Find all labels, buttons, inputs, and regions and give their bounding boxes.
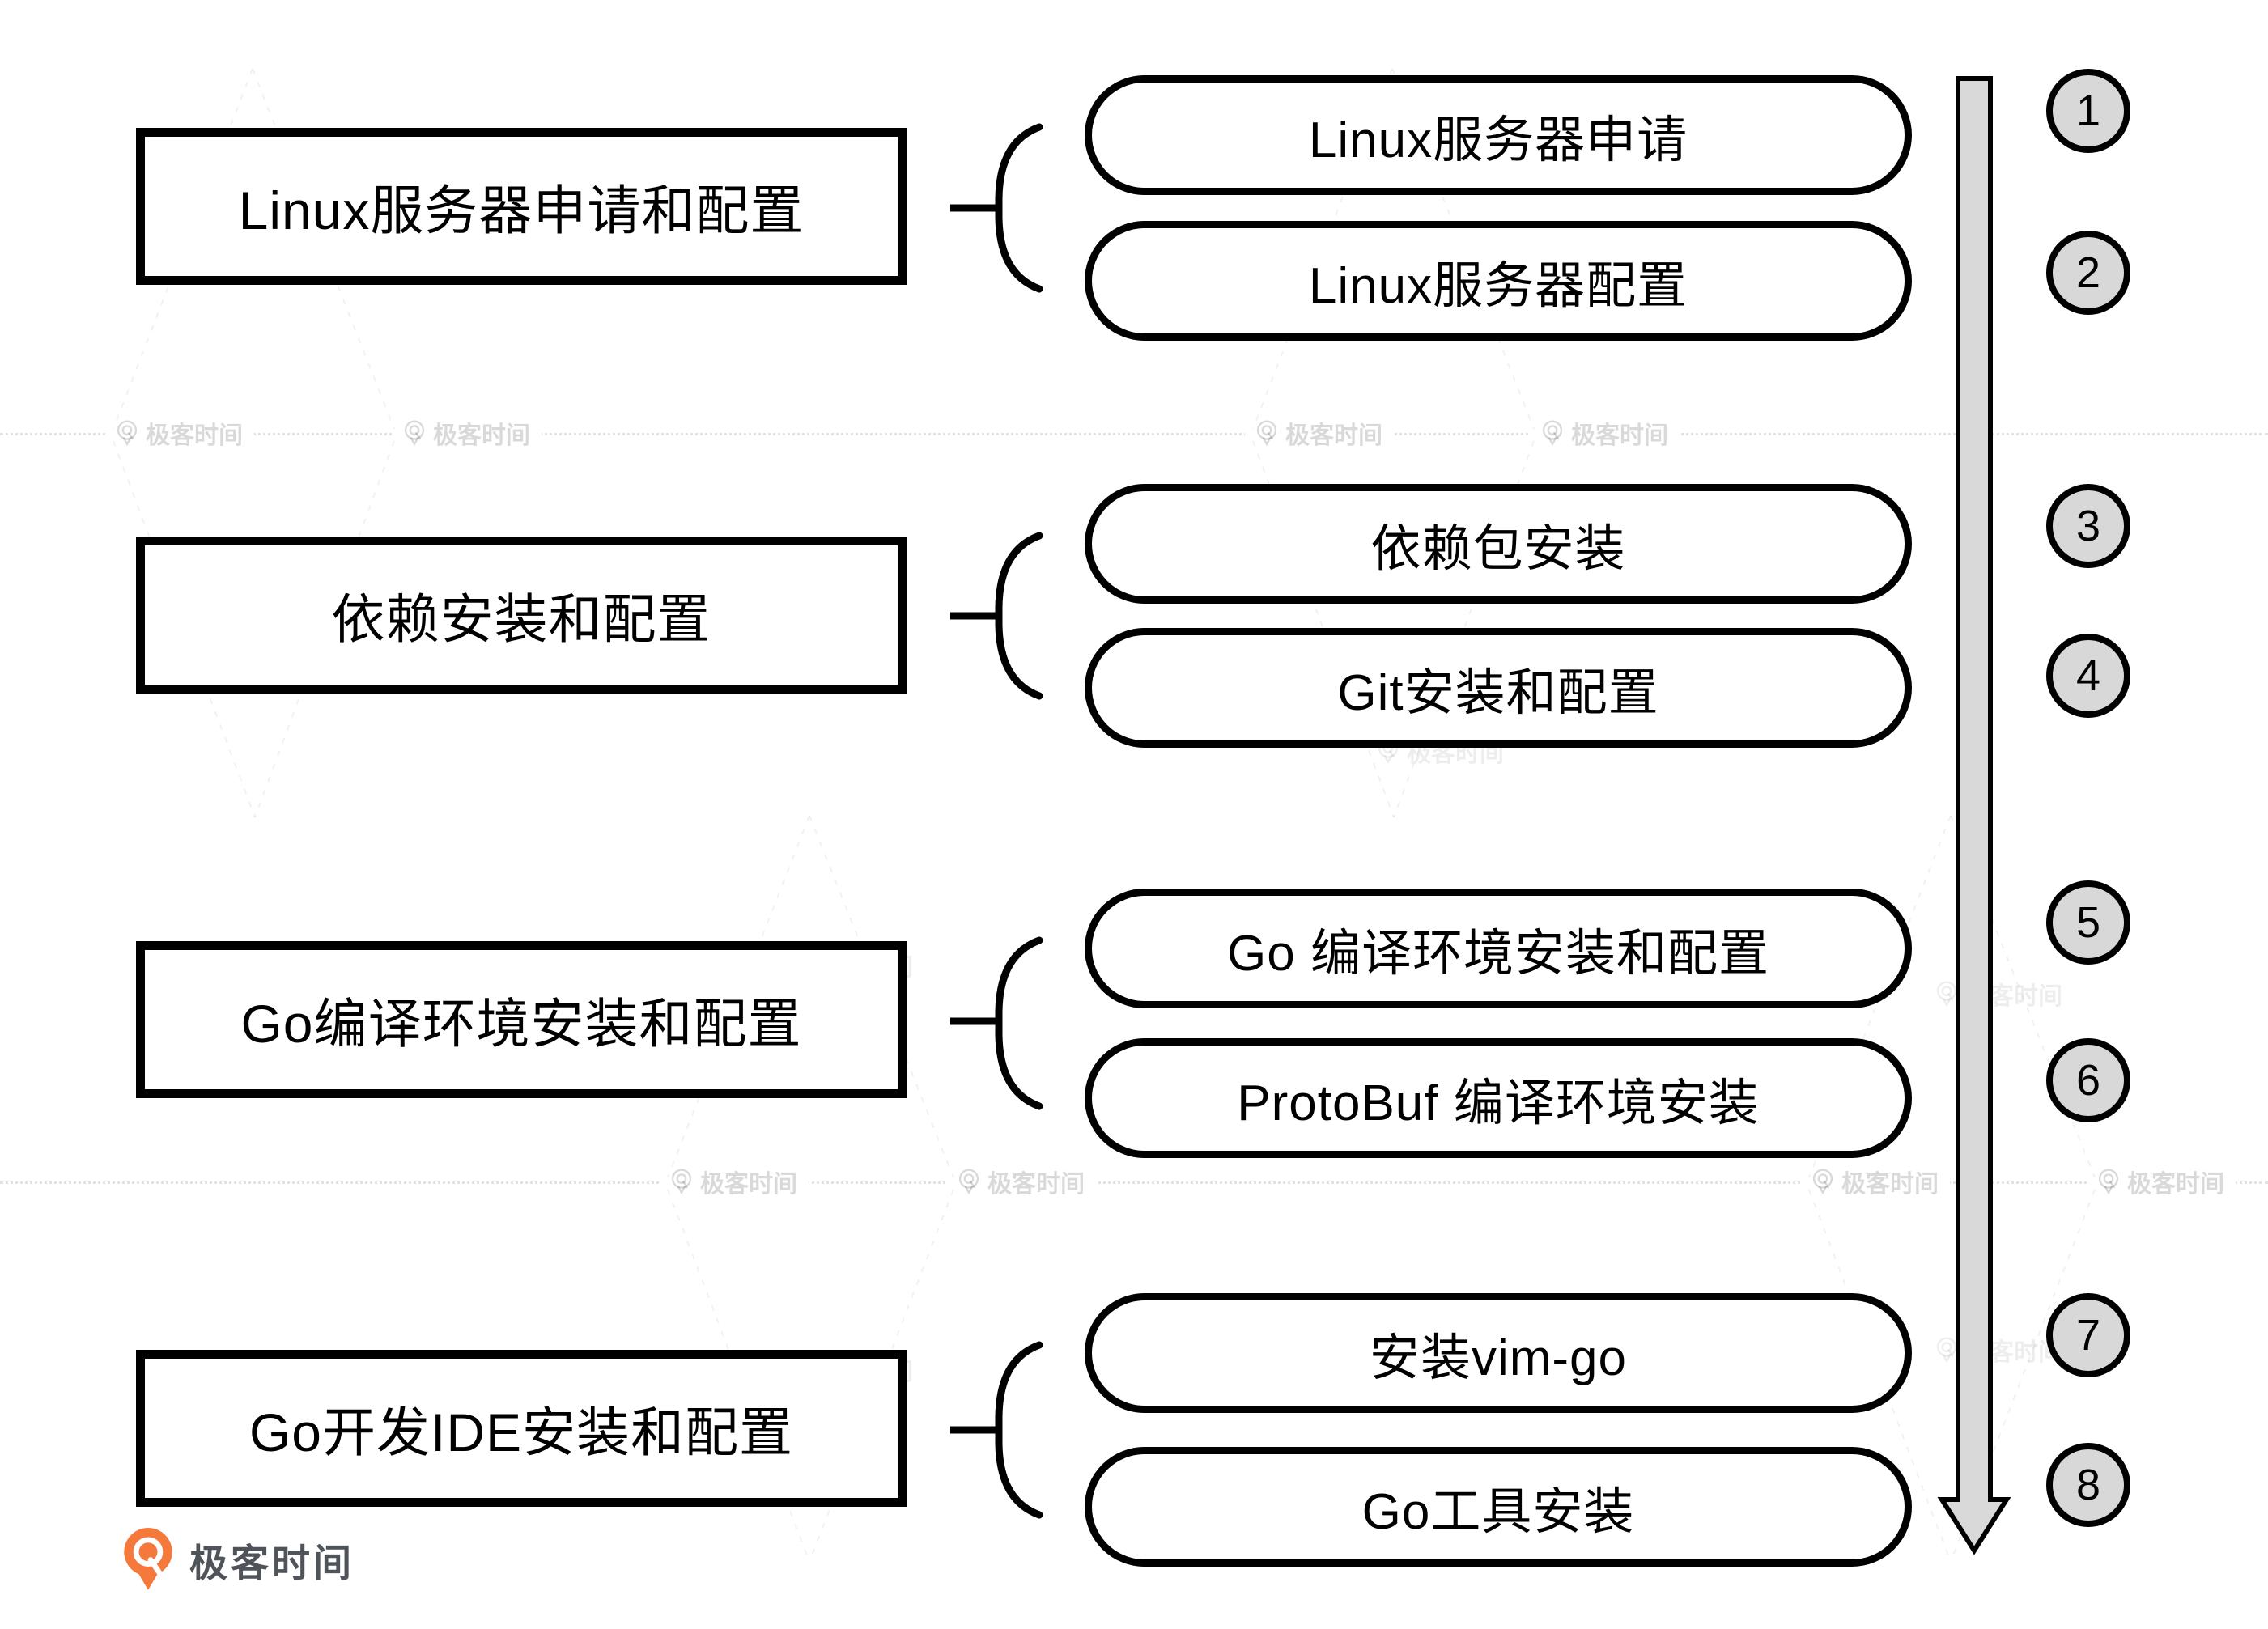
step-number-label: 5 <box>2075 898 2101 947</box>
watermark-chip: 极客时间 <box>947 1160 1096 1203</box>
connector-brace <box>995 1341 1043 1519</box>
step-pill-5: Go 编译环境安装和配置 <box>1085 889 1912 1008</box>
category-box-4: Go开发IDE安装和配置 <box>136 1350 907 1507</box>
geektime-pin-icon <box>1936 1337 1957 1363</box>
watermark-text: 极客时间 <box>1571 422 1668 449</box>
watermark-text: 极客时间 <box>1285 422 1382 449</box>
connector-brace <box>995 123 1043 293</box>
step-pill-7: 安装vim-go <box>1085 1293 1912 1413</box>
category-label: Linux服务器申请和配置 <box>238 180 805 240</box>
category-box-2: 依赖安装和配置 <box>136 537 907 694</box>
step-pill-8: Go工具安装 <box>1085 1447 1912 1567</box>
watermark-text: 极客时间 <box>2127 1171 2224 1198</box>
step-label: Go 编译环境安装和配置 <box>1227 926 1769 982</box>
step-number-label: 3 <box>2075 502 2101 550</box>
step-pill-2: Linux服务器配置 <box>1085 221 1912 341</box>
watermark-chip: 极客时间 <box>1801 1160 1950 1203</box>
connector-group-2 <box>950 532 1043 700</box>
watermark-chip: 极客时间 <box>105 412 254 454</box>
geektime-pin-icon <box>671 1169 692 1194</box>
connector-brace <box>995 532 1043 700</box>
connector-group-3 <box>950 936 1043 1110</box>
category-box-1: Linux服务器申请和配置 <box>136 128 907 285</box>
geektime-pin-icon <box>958 1169 979 1194</box>
watermark-text: 极客时间 <box>433 422 530 449</box>
step-label: Linux服务器申请 <box>1308 112 1688 168</box>
step-number-7: 7 <box>2046 1293 2130 1377</box>
step-label: ProtoBuf 编译环境安装 <box>1237 1075 1760 1131</box>
connector-group-4 <box>950 1341 1043 1519</box>
step-number-label: 7 <box>2075 1311 2101 1360</box>
watermark-chip: 极客时间 <box>393 412 542 454</box>
step-number-8: 8 <box>2046 1443 2130 1527</box>
geektime-logo-icon <box>124 1528 172 1590</box>
step-pill-6: ProtoBuf 编译环境安装 <box>1085 1038 1912 1158</box>
category-label: Go开发IDE安装和配置 <box>248 1402 794 1462</box>
category-box-3: Go编译环境安装和配置 <box>136 941 907 1098</box>
geektime-logo: 极客时间 <box>123 1528 355 1591</box>
watermark-text: 极客时间 <box>1841 1171 1939 1198</box>
watermark-dotted-row <box>0 433 2268 435</box>
watermark-text: 极客时间 <box>700 1171 797 1198</box>
step-number-3: 3 <box>2046 484 2130 568</box>
step-label: Go工具安装 <box>1361 1484 1635 1540</box>
step-number-4: 4 <box>2046 634 2130 718</box>
step-number-label: 6 <box>2075 1056 2101 1105</box>
watermark-chip: 极客时间 <box>2087 1160 2236 1203</box>
step-number-6: 6 <box>2046 1038 2130 1122</box>
geektime-pin-icon <box>404 420 425 446</box>
geektime-pin-icon <box>1936 981 1957 1007</box>
step-pill-3: 依赖包安装 <box>1085 484 1912 604</box>
connector-brace <box>995 936 1043 1110</box>
connector-group-1 <box>950 123 1043 293</box>
step-pill-4: Git安装和配置 <box>1085 628 1912 748</box>
step-label: 依赖包安装 <box>1370 521 1626 577</box>
watermark-text: 极客时间 <box>146 422 243 449</box>
step-number-5: 5 <box>2046 880 2130 965</box>
category-label: Go编译环境安装和配置 <box>240 994 802 1054</box>
geektime-pin-icon <box>1812 1169 1833 1194</box>
watermark-dotted-row <box>0 1181 2268 1184</box>
step-label: Linux服务器配置 <box>1308 258 1688 314</box>
step-number-label: 4 <box>2075 651 2101 700</box>
step-number-label: 2 <box>2075 248 2101 297</box>
watermark-text: 极客时间 <box>987 1171 1085 1198</box>
geektime-logo-text: 极客时间 <box>189 1541 355 1584</box>
step-number-1: 1 <box>2046 69 2130 153</box>
geektime-pin-icon <box>2098 1169 2119 1194</box>
watermark-chip: 极客时间 <box>1245 412 1394 454</box>
step-pill-1: Linux服务器申请 <box>1085 75 1912 195</box>
category-label: 依赖安装和配置 <box>331 589 711 649</box>
watermark-chip: 极客时间 <box>660 1160 809 1203</box>
step-label: Git安装和配置 <box>1337 665 1659 721</box>
step-label: 安装vim-go <box>1369 1330 1628 1386</box>
step-number-label: 1 <box>2075 87 2101 135</box>
step-number-2: 2 <box>2046 231 2130 315</box>
flow-down-arrow <box>1937 76 2011 1555</box>
watermark-chip: 极客时间 <box>1531 412 1680 454</box>
step-number-label: 8 <box>2075 1461 2101 1509</box>
geektime-pin-icon <box>1542 420 1563 446</box>
geektime-pin-icon <box>117 420 138 446</box>
geektime-pin-icon <box>1256 420 1277 446</box>
